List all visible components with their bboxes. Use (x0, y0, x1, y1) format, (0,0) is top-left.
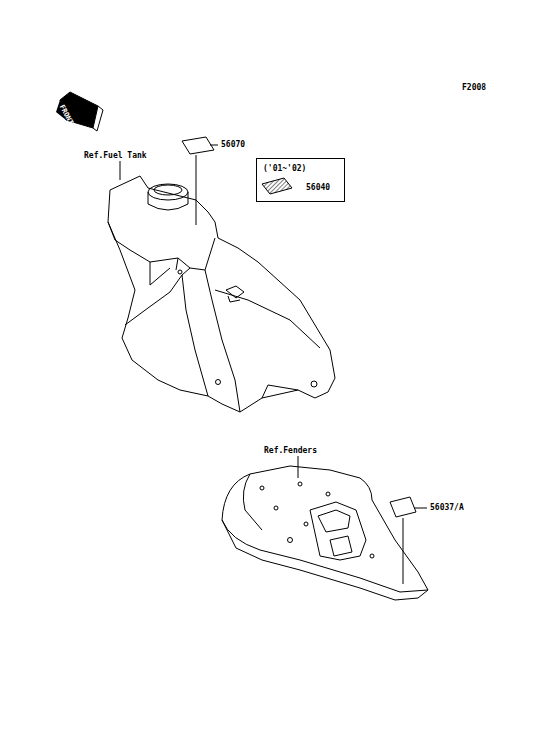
callout-number: 56037/A (430, 504, 464, 512)
year-range: ('01~'02) (263, 165, 306, 173)
figure-code: F2008 (462, 84, 486, 92)
decal-56040 (262, 178, 292, 194)
reference-label: Ref.Fuel Tank (84, 152, 147, 160)
callout-number: 56040 (306, 184, 330, 192)
front-arrow (56, 92, 103, 131)
decal-56070 (182, 137, 214, 154)
rear-fender (222, 466, 428, 600)
leader-lines (120, 145, 427, 584)
reference-label: Ref.Fenders (264, 447, 317, 455)
callout-number: 56070 (221, 141, 245, 149)
decal-56037 (390, 497, 416, 517)
fuel-tank (108, 176, 335, 412)
year-range-box: ('01~'02) 56040 (256, 158, 345, 202)
